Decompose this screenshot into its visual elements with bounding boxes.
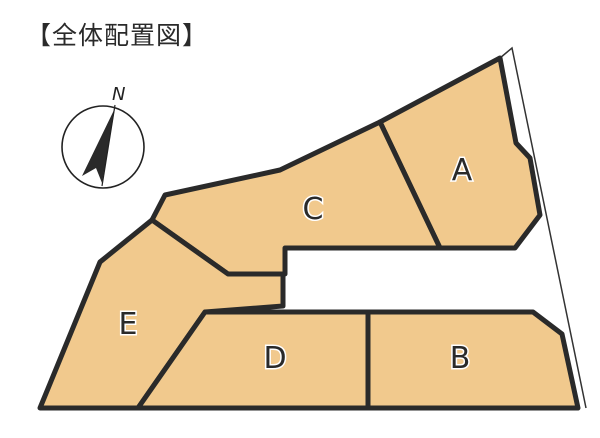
compass-north-label: N (112, 84, 125, 105)
lot-d-label: D (263, 341, 286, 376)
lot-a-label: A (452, 153, 473, 188)
lot-b[interactable] (365, 309, 581, 411)
road-boundary-line (499, 46, 587, 409)
page-title: 【全体配置図】 (26, 21, 209, 50)
lot-c-label: C (303, 192, 324, 227)
north-compass-icon: N (61, 84, 145, 189)
lot-e-label: E (119, 307, 138, 342)
lot-b-label: B (450, 341, 471, 376)
